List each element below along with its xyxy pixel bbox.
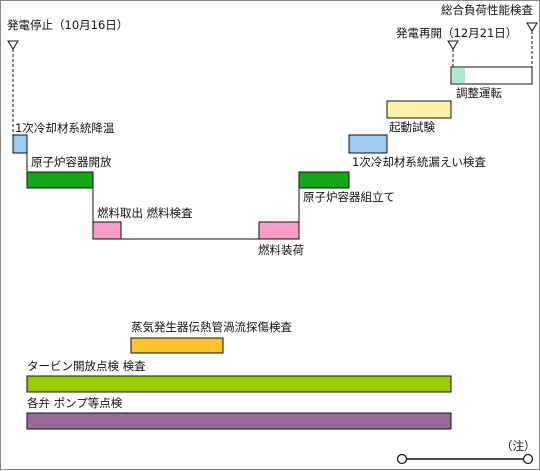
adjust-run-bar: [452, 68, 465, 83]
leak-check-label: 1次冷却材系統漏えい検査: [352, 155, 486, 169]
note-end-circle: [522, 453, 534, 465]
valve-pump-inspect-label: 各弁 ポンプ等点検: [27, 396, 123, 410]
startup-test-label: 起動試験: [389, 120, 435, 134]
note-label: （注）: [501, 439, 536, 453]
valve-pump-inspect-bar: [26, 412, 452, 430]
vessel-assemble-bar: [298, 171, 350, 189]
sg-tube-inspect-label: 蒸気発生器伝熱管渦流探傷検査: [131, 320, 292, 334]
adjust-run-bar-outline: [450, 66, 533, 85]
fuel-inspect-bar: [92, 221, 122, 240]
stop-marker-triangle: [7, 40, 19, 50]
restart-label: 発電再開（12月21日）: [396, 26, 517, 40]
leak-check-bar: [348, 134, 388, 154]
cooldown-bar: [12, 134, 28, 154]
stop-label: 発電停止（10月16日）: [7, 18, 128, 32]
vessel-open-bar: [26, 171, 94, 189]
turbine-inspect-bar: [26, 375, 452, 393]
cooldown-label: 1次冷却材系統降温: [15, 121, 115, 135]
vessel-assemble-label: 原子炉容器組立て: [303, 190, 395, 204]
startup-test-bar: [386, 100, 452, 119]
restart-marker-triangle: [447, 40, 459, 50]
vessel-open-label: 原子炉容器開放: [31, 155, 112, 169]
fuel-load-label: 燃料装荷: [258, 243, 304, 257]
final-check-label: 総合負荷性能検査: [441, 3, 533, 17]
fuel-inspect-label: 燃料取出 燃料検査: [97, 206, 193, 220]
turbine-inspect-label: タービン開放点検 検査: [27, 359, 146, 373]
fuel-load-bar: [258, 221, 300, 240]
sg-tube-inspect-bar: [130, 337, 224, 354]
note-start-circle: [396, 453, 408, 465]
final-check-marker-triangle: [526, 22, 538, 32]
adjust-run-label: 調整運転: [456, 86, 502, 100]
